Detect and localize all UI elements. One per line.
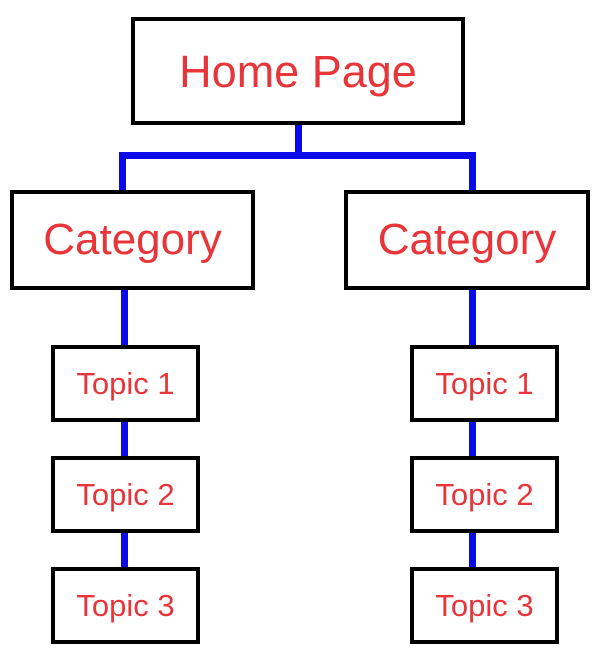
node-category-left[interactable]: Category [10, 190, 255, 290]
node-home-page-label: Home Page [179, 45, 417, 97]
connector-drop-to-left-category [119, 152, 126, 192]
connector-left-category-to-topic-1 [121, 288, 128, 347]
connector-left-topic-1-to-topic-2 [121, 420, 128, 458]
node-left-topic-1-label: Topic 1 [76, 366, 175, 401]
node-right-topic-1-label: Topic 1 [435, 366, 534, 401]
connector-home-to-branch-stem [295, 123, 302, 159]
node-right-topic-2-label: Topic 2 [435, 477, 534, 512]
node-home-page[interactable]: Home Page [131, 17, 465, 125]
node-left-topic-1[interactable]: Topic 1 [51, 345, 200, 422]
node-left-topic-3-label: Topic 3 [76, 588, 175, 623]
node-category-right-label: Category [377, 215, 557, 264]
connector-left-topic-2-to-topic-3 [121, 531, 128, 569]
node-right-topic-1[interactable]: Topic 1 [410, 345, 559, 422]
connector-right-topic-1-to-topic-2 [469, 420, 476, 458]
node-category-right[interactable]: Category [344, 190, 590, 290]
node-right-topic-2[interactable]: Topic 2 [410, 456, 559, 533]
node-left-topic-2[interactable]: Topic 2 [51, 456, 200, 533]
node-right-topic-3[interactable]: Topic 3 [410, 567, 559, 644]
node-right-topic-3-label: Topic 3 [435, 588, 534, 623]
connector-drop-to-right-category [469, 152, 476, 192]
node-left-topic-3[interactable]: Topic 3 [51, 567, 200, 644]
node-left-topic-2-label: Topic 2 [76, 477, 175, 512]
node-category-left-label: Category [43, 215, 222, 264]
connector-right-category-to-topic-1 [469, 288, 476, 347]
connector-branch-horizontal-bar [119, 152, 476, 159]
connector-right-topic-2-to-topic-3 [469, 531, 476, 569]
